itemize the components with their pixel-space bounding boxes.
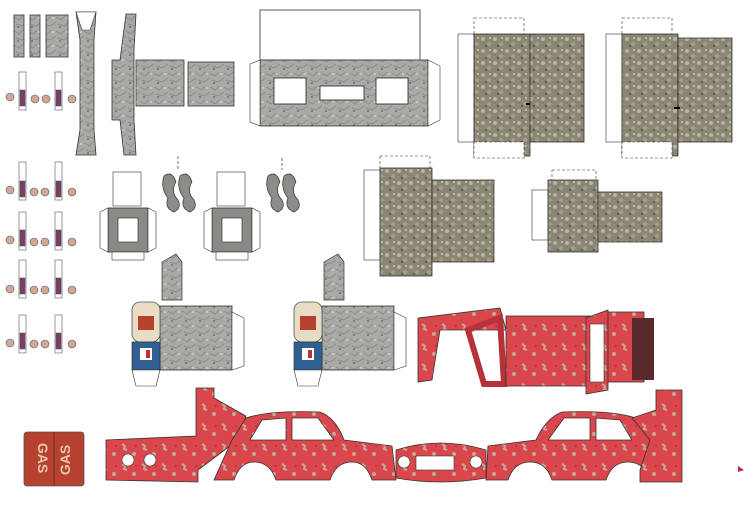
- stone-block-small: [531, 169, 663, 253]
- gas-sign-top-text: GAS: [35, 443, 51, 473]
- car-body-piece-right: [631, 389, 683, 483]
- car-side-right: [485, 411, 671, 481]
- column-strips: [13, 14, 69, 58]
- hose-piece-1: [162, 156, 196, 213]
- stone-block-medium: [363, 155, 495, 277]
- gas-sign-bottom-text: GAS: [57, 445, 73, 475]
- car-body-piece-left: [105, 387, 247, 483]
- gas-sign: GAS GAS: [23, 431, 85, 487]
- gas-pump-piece-1: [131, 253, 245, 387]
- post-piece-row-2: [5, 161, 77, 201]
- car-front-grille: [395, 442, 487, 483]
- stone-block-large-2: [605, 17, 733, 159]
- hose-piece-2: [266, 158, 300, 213]
- corner-mark: [738, 466, 744, 472]
- station-front-wall: [249, 9, 441, 127]
- post-piece-row-4: [5, 259, 77, 299]
- car-side-left: [213, 411, 397, 481]
- post-piece-row-1: [5, 71, 77, 111]
- gas-pump-piece-2: [293, 253, 407, 387]
- canopy-pillar-flat: [75, 11, 97, 156]
- stone-block-large-1: [457, 17, 585, 159]
- post-pieces: [5, 71, 77, 354]
- canopy-pillar-cross: [111, 13, 235, 156]
- window-frame-piece-2: [203, 171, 261, 261]
- post-piece-row-3: [5, 211, 77, 251]
- car-roof-piece: [417, 307, 654, 395]
- window-frame-piece-1: [99, 171, 157, 261]
- post-piece-row-5: [5, 314, 77, 354]
